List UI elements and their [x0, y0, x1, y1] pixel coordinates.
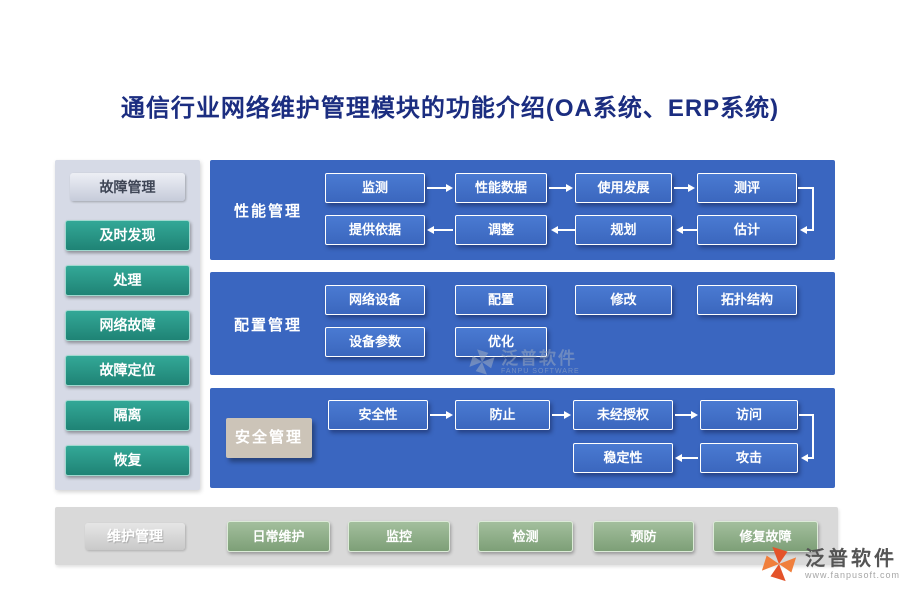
watermark: 泛普软件 FANPU SOFTWARE: [468, 348, 580, 376]
security-management-panel: 安全管理 安全性 防止 未经授权 访问 稳定性 攻击: [210, 388, 835, 488]
fault-management-header: 故障管理: [70, 173, 185, 201]
performance-management-label: 性能管理: [234, 203, 303, 220]
flow-box-optimization: 优化: [455, 327, 547, 357]
flow-box-stability: 稳定性: [573, 443, 673, 473]
flow-box-performance-data: 性能数据: [455, 173, 547, 203]
bottom-item-prevention: 预防: [593, 521, 694, 552]
flow-box-monitoring: 监测: [325, 173, 425, 203]
flow-box-evaluation: 测评: [697, 173, 797, 203]
flow-box-modification: 修改: [575, 285, 672, 315]
bottom-item-repair-fault: 修复故障: [713, 521, 818, 552]
watermark-subtext: FANPU SOFTWARE: [501, 367, 580, 375]
fanpu-logo-icon: [761, 546, 797, 582]
arrow-right-icon: [430, 411, 453, 419]
arrow-left-icon: [675, 454, 698, 462]
flow-box-adjustment: 调整: [455, 215, 547, 245]
page-title: 通信行业网络维护管理模块的功能介绍(OA系统、ERP系统): [120, 95, 780, 122]
logo-texts: 泛普软件 www.fanpusoft.com: [805, 548, 900, 580]
performance-management-panel: 性能管理 监测 性能数据 使用发展 测评 提供依据 调整 规划 估计: [210, 160, 835, 260]
arrow-right-icon: [675, 411, 698, 419]
arrow-right-icon: [549, 184, 573, 192]
bottom-item-inspection: 检测: [478, 521, 573, 552]
fanpu-logo: 泛普软件 www.fanpusoft.com: [760, 545, 900, 583]
flow-box-planning: 规划: [575, 215, 672, 245]
flow-box-device-parameters: 设备参数: [325, 327, 425, 357]
fault-management-panel: 故障管理 及时发现 处理 网络故障 故障定位 隔离 恢复: [55, 160, 200, 490]
logo-url: www.fanpusoft.com: [805, 570, 900, 580]
connector-elbow-icon: [799, 414, 814, 462]
flow-box-attack: 攻击: [700, 443, 798, 473]
sidebar-item-fault-location: 故障定位: [65, 355, 190, 386]
flow-box-usage-development: 使用发展: [575, 173, 672, 203]
flow-box-estimation: 估计: [697, 215, 797, 245]
flow-box-unauthorized: 未经授权: [573, 400, 673, 430]
flow-box-topology: 拓扑结构: [697, 285, 797, 315]
flow-box-configuration: 配置: [455, 285, 547, 315]
arrow-left-icon: [676, 226, 697, 234]
security-management-label: 安全管理: [226, 418, 312, 458]
flow-box-provide-basis: 提供依据: [325, 215, 425, 245]
configuration-management-label: 配置管理: [234, 317, 303, 334]
watermark-text: 泛普软件: [501, 348, 577, 368]
arrow-right-icon: [427, 184, 453, 192]
arrow-left-icon: [551, 226, 575, 234]
arrow-left-icon: [427, 226, 453, 234]
arrow-right-icon: [674, 184, 695, 192]
bottom-item-daily-maintenance: 日常维护: [227, 521, 330, 552]
sidebar-item-recovery: 恢复: [65, 445, 190, 476]
configuration-management-panel: 配置管理 网络设备 配置 修改 拓扑结构 设备参数 优化: [210, 272, 835, 375]
logo-name: 泛普软件: [805, 548, 897, 570]
arrow-right-icon: [552, 411, 571, 419]
sidebar-item-handling: 处理: [65, 265, 190, 296]
watermark-texts: 泛普软件 FANPU SOFTWARE: [501, 348, 580, 375]
connector-elbow-icon: [798, 187, 814, 234]
flow-box-security: 安全性: [328, 400, 428, 430]
sidebar-item-network-fault: 网络故障: [65, 310, 190, 341]
fanpu-watermark-icon: [469, 349, 495, 375]
bottom-item-monitoring: 监控: [348, 521, 450, 552]
maintenance-management-label: 维护管理: [85, 523, 185, 550]
sidebar-item-timely-discovery: 及时发现: [65, 220, 190, 251]
flow-box-prevention: 防止: [455, 400, 550, 430]
maintenance-management-bar: 维护管理 日常维护 监控 检测 预防 修复故障: [55, 507, 838, 565]
sidebar-item-isolation: 隔离: [65, 400, 190, 431]
flow-box-network-devices: 网络设备: [325, 285, 425, 315]
flow-box-access: 访问: [700, 400, 798, 430]
